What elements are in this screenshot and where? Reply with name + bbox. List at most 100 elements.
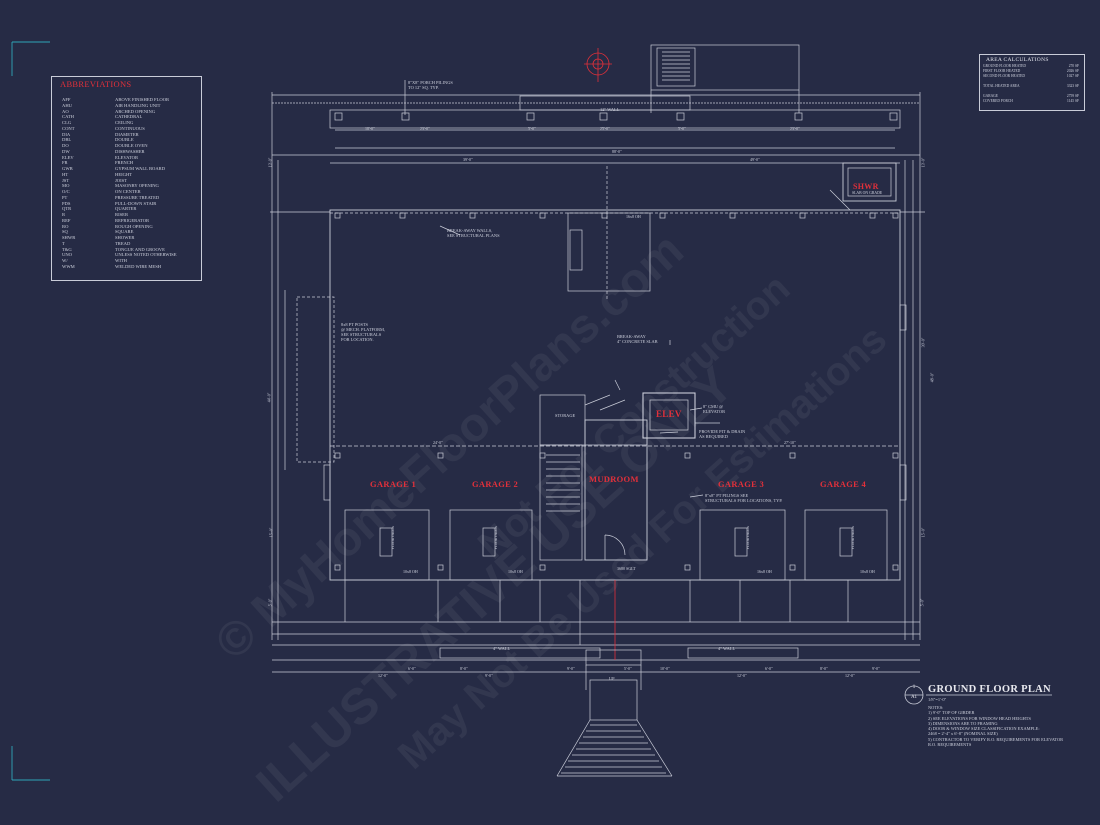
abbreviation-key: R <box>62 212 66 217</box>
dim-left-15: 15'-0" <box>268 527 274 538</box>
drawing-ref-number: 1 <box>912 685 916 690</box>
note-door-10x8-g2: 10x8 OH <box>508 569 523 574</box>
abbreviation-value: HEIGHT <box>115 171 133 177</box>
dim-bot-6a: 6'-0" <box>408 666 416 671</box>
area-row: TOTAL HEATED AREA 3323 SF <box>983 84 1079 89</box>
dim-overall: 88'-0" <box>612 149 622 154</box>
note-slab-on-grade: SLAB ON GRADE <box>852 191 883 195</box>
note-up: UP <box>609 676 615 681</box>
dim-bot-6b: 6'-0" <box>765 666 773 671</box>
dim-top-23b: 23'-0" <box>790 126 800 131</box>
abbreviation-key: CLG <box>62 120 72 125</box>
abbreviation-key: T <box>62 240 65 246</box>
area-row: COVERED PORCH 1145 SF <box>983 99 1079 104</box>
abbreviation-key: PDS <box>62 200 71 206</box>
area-value: 3323 SF <box>1066 84 1079 88</box>
dim-right-48: 48'-0" <box>929 372 935 383</box>
dim-bot-8a: 8'-0" <box>460 666 468 671</box>
dim-left-5: 5'-0" <box>267 598 273 607</box>
area-label: GARAGE <box>983 94 998 98</box>
area-label: COVERED PORCH <box>983 99 1013 103</box>
dim-bot-10: 10'-0" <box>660 666 670 671</box>
dim-top-5a: 5'-0" <box>528 126 536 131</box>
area-label: TOTAL HEATED AREA <box>983 84 1020 88</box>
abbreviation-row: AHU AIR HANDLING UNIT <box>62 103 196 109</box>
note-storage: STORAGE <box>555 413 576 418</box>
abbreviation-row: WWM WELDED WIRE MESH <box>62 264 196 270</box>
drawing-ref-sheet: A1 <box>910 695 918 700</box>
abbreviation-row: RO ROUGH OPENING <box>62 224 196 230</box>
abbreviation-value: TREAD <box>115 240 131 246</box>
abbreviation-key: T&G <box>62 246 72 252</box>
abbreviation-value: DIAMETER <box>115 131 139 137</box>
abbreviation-value: JOIST <box>115 177 127 183</box>
abbreviation-value: ELEVATOR <box>115 154 139 160</box>
plan-note: 4) DOOR & WINDOW SIZE CLASSIFICATION EXA… <box>928 726 1040 732</box>
room-mudroom: MUDROOM <box>589 474 639 484</box>
abbreviation-value: WITH <box>115 258 127 263</box>
dim-left-44: 44'-0" <box>266 392 272 403</box>
area-value: 1145 SF <box>1067 99 1079 103</box>
plan-notes-label: NOTES: <box>928 705 944 710</box>
dim-inner-49: 49'-0" <box>750 157 760 162</box>
room-garage-1: GARAGE 1 <box>370 479 417 489</box>
abbreviation-value: PULL-DOWN STAIR <box>115 200 157 206</box>
abbreviation-value: UNLESS NOTED OTHERWISE <box>115 252 177 258</box>
dim-garage-27: 27'-10" <box>784 440 796 445</box>
area-calculations-title: AREA CALCULATIONS <box>986 57 1049 63</box>
abbreviation-key: WWM <box>62 263 75 269</box>
abbreviation-key: RO <box>62 223 69 229</box>
abbreviation-row: T TREAD <box>62 241 196 247</box>
dim-bot-9a: 9'-0" <box>485 673 493 678</box>
abbreviation-value: WELDED WIRE MESH <box>115 263 162 269</box>
dim-garage-24: 24'-0" <box>433 440 443 445</box>
area-label: FIRST FLOOR HEATED <box>983 69 1021 73</box>
note-door-16x8-top: 16x8 OH <box>626 214 641 219</box>
note-door-10x8-g1: 10x8 OH <box>403 569 418 574</box>
area-label: GROUND FLOOR HEATED <box>983 64 1026 68</box>
room-elevator: ELEV <box>656 409 682 419</box>
plan-note: 2) SEE ELEVATIONS FOR WINDOW HEAD HEIGHT… <box>928 715 1031 721</box>
dim-top-18: 18'-0" <box>365 126 375 131</box>
plan-title: GROUND FLOOR PLAN <box>928 684 1051 695</box>
abbreviation-value: SQUARE <box>115 229 134 235</box>
abbreviation-key: MO <box>62 183 70 189</box>
plan-note: 3) DIMENSIONS ARE TO FRAMING <box>928 720 998 726</box>
abbreviation-key: CONT <box>62 125 75 131</box>
abbreviation-value: ROUGH OPENING <box>115 223 153 229</box>
note-floor-drain-4: FLOOR DRAIN <box>851 525 856 550</box>
abbreviations-panel <box>51 76 202 281</box>
abbreviation-value: CATHEDRAL <box>115 114 143 120</box>
note-breakaway-walls: BREAK-AWAY WALLS,SEE STRUCTURAL PLANS <box>447 228 500 238</box>
plan-note: 5) CONTRACTOR TO VERIFY R.O. REQUIREMENT… <box>928 736 1064 742</box>
abbreviation-key: DBL <box>62 137 72 143</box>
abbreviation-value: GYPSUM WALL BOARD <box>115 166 166 171</box>
abbreviation-key: REF <box>62 217 71 223</box>
dim-bot-9b: 9'-0" <box>567 666 575 671</box>
abbreviation-key: AHU <box>62 102 72 108</box>
abbreviation-key: DO <box>62 143 69 148</box>
dim-right-13: 13'-0" <box>920 157 926 168</box>
abbreviation-key: AO <box>62 108 69 114</box>
abbreviation-value: AIR HANDLING UNIT <box>115 102 161 108</box>
dim-bot-9c: 9'-0" <box>872 666 880 671</box>
